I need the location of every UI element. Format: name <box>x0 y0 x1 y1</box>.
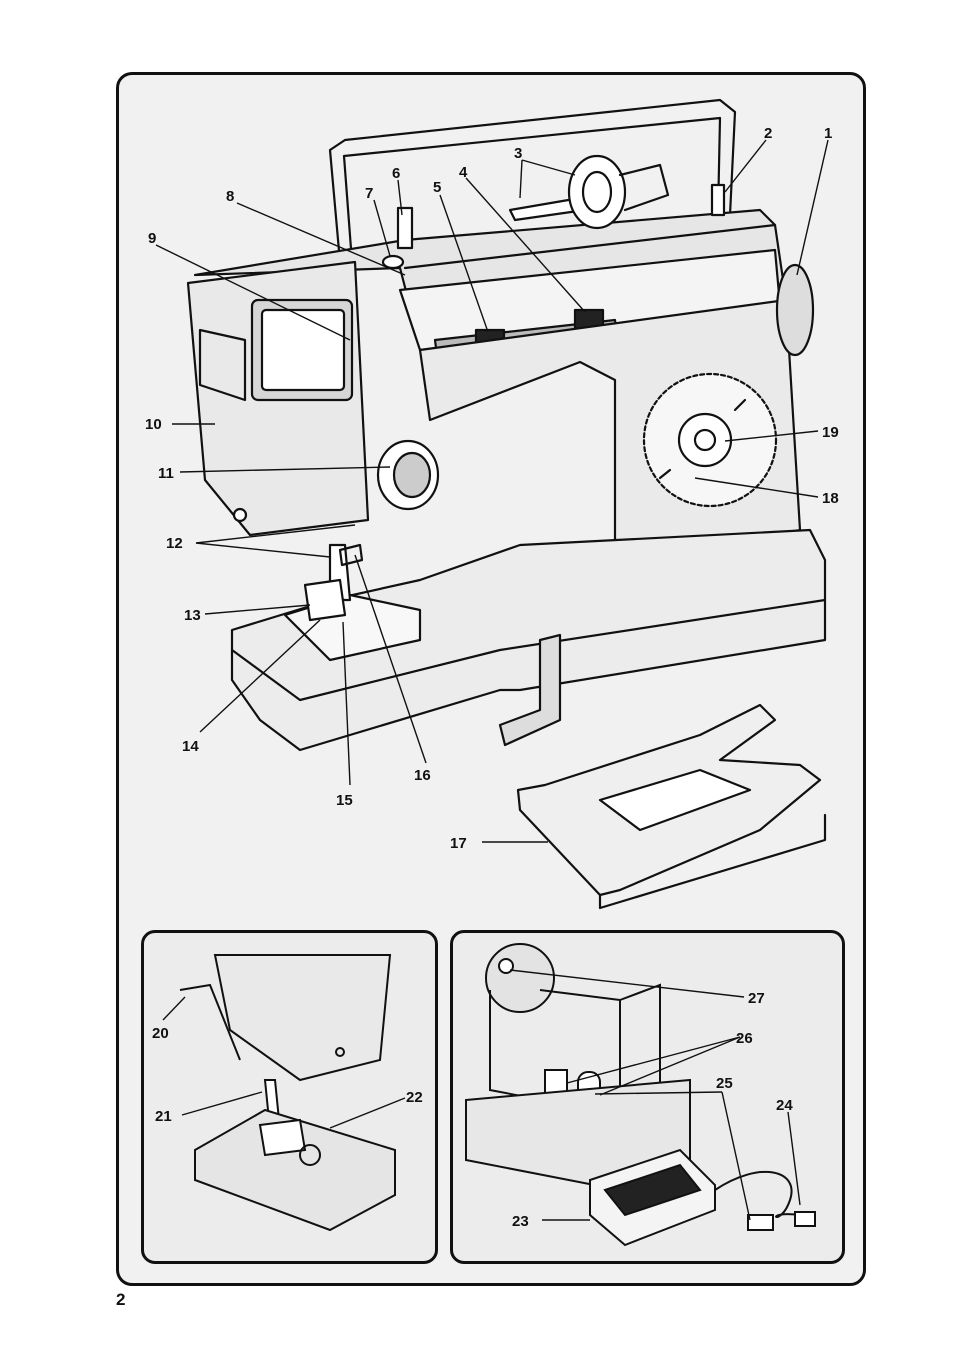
callout-1: 1 <box>824 125 832 142</box>
tension-dial-drawing <box>378 441 438 509</box>
callout-23: 23 <box>512 1213 529 1230</box>
callout-10: 10 <box>145 416 162 433</box>
callout-14: 14 <box>182 738 199 755</box>
callout-11: 11 <box>158 465 174 482</box>
callout-3: 3 <box>514 145 522 162</box>
callout-12: 12 <box>166 535 183 552</box>
callout-22: 22 <box>406 1089 423 1106</box>
callout-15: 15 <box>336 792 353 809</box>
callout-25: 25 <box>716 1075 733 1092</box>
callout-6: 6 <box>392 165 400 182</box>
callout-9: 9 <box>148 230 156 247</box>
spool-pin-drawing <box>510 156 668 228</box>
thread-guide-post-drawing <box>398 208 412 248</box>
page-number: 2 <box>116 1290 125 1310</box>
callout-24: 24 <box>776 1097 793 1114</box>
extension-table-drawing <box>518 705 825 908</box>
bobbin-winder-drawing <box>712 185 724 215</box>
callout-26: 26 <box>736 1030 753 1047</box>
callout-2: 2 <box>764 125 772 142</box>
callout-4: 4 <box>459 164 468 181</box>
inset-needle-area-drawing <box>180 955 395 1230</box>
machine-head-drawing <box>188 262 368 535</box>
callout-16: 16 <box>414 767 431 784</box>
callout-13: 13 <box>184 607 201 624</box>
callout-20: 20 <box>152 1025 169 1042</box>
callout-19: 19 <box>822 424 839 441</box>
callout-7: 7 <box>365 185 373 202</box>
callout-8: 8 <box>226 188 234 205</box>
callout-5: 5 <box>433 179 441 196</box>
callout-27: 27 <box>748 990 765 1007</box>
callout-21: 21 <box>155 1108 172 1125</box>
callout-17: 17 <box>450 835 467 852</box>
callout-18: 18 <box>822 490 839 507</box>
